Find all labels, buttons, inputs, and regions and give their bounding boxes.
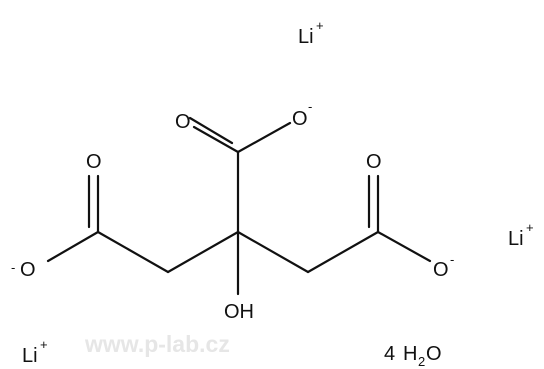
hydrate-coefficient: 4 xyxy=(384,343,395,365)
charge-o-left: - xyxy=(11,260,15,275)
atom-o-top-double: O xyxy=(175,111,191,133)
lithium-charge: + xyxy=(526,220,534,235)
atom-o-left-double: O xyxy=(86,151,102,173)
lithium-ion-right: Li + xyxy=(508,220,534,250)
lithium-ion-top: Li + xyxy=(298,18,324,48)
bond-c6-o-double-a xyxy=(192,125,240,154)
bond-c6-o-double-b xyxy=(188,116,234,145)
lithium-ion-bottom: Li + xyxy=(22,337,48,367)
watermark-text: www.p-lab.cz xyxy=(84,331,230,357)
bond-c3-c4 xyxy=(236,230,310,274)
bond-c6-o-single xyxy=(236,121,292,154)
bond-c5-o-single xyxy=(376,230,432,263)
hydrate-label: 4 H 2 O xyxy=(384,343,442,369)
hydrate-o: O xyxy=(426,343,442,365)
lithium-charge: + xyxy=(40,337,48,352)
lithium-charge: + xyxy=(316,18,324,33)
lithium-symbol: Li xyxy=(508,228,524,250)
atom-o-top-single: O xyxy=(292,108,308,130)
bond-c2-c1 xyxy=(96,230,170,274)
charge-o-top: - xyxy=(308,99,312,114)
atom-o-right-single: O xyxy=(433,259,449,281)
atom-hydroxyl: OH xyxy=(224,301,254,323)
bond-c3-c2 xyxy=(166,230,240,274)
atom-o-left-single: O xyxy=(20,259,36,281)
hydrate-h: H xyxy=(403,343,417,365)
hydrate-subscript: 2 xyxy=(418,354,425,369)
atom-o-right-double: O xyxy=(366,151,382,173)
lithium-symbol: Li xyxy=(298,26,314,48)
lithium-symbol: Li xyxy=(22,345,38,367)
bond-c1-o-single xyxy=(46,230,100,263)
bond-c4-c5 xyxy=(306,230,380,274)
charge-o-right: - xyxy=(450,252,454,267)
